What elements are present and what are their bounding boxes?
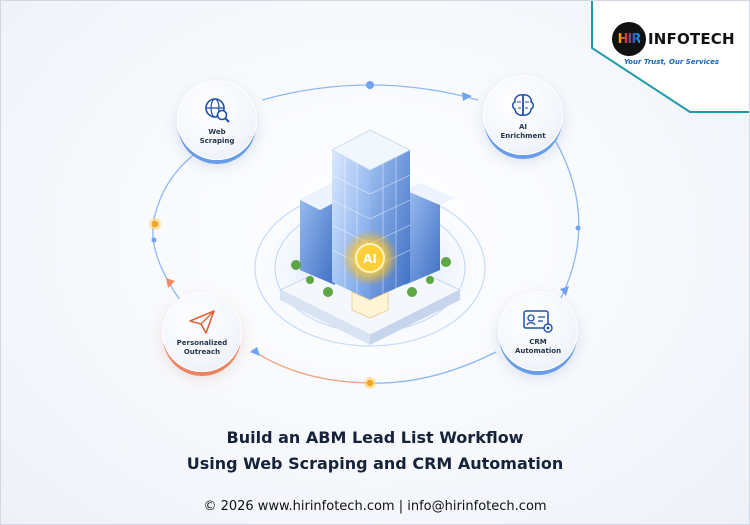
building-tower-top [331,129,411,171]
footer-contact: © 2026 www.hirinfotech.com | info@hirinf… [203,499,547,514]
trees [291,257,451,297]
orbit-bottom-right [369,351,497,384]
node-personalized-outreach-label: Personalized Outreach [176,338,228,356]
headline-line-1: Build an ABM Lead List Workflow [226,428,524,447]
brand-logo-word: INFOTECH [648,30,735,48]
brand-logo-mark: HIR [612,22,646,56]
node-ai-enrichment-label: AI Enrichment [500,122,546,140]
node-personalized-outreach: Personalized Outreach [162,292,242,372]
building-left-wing [300,182,335,285]
arrow-to-outreach [250,347,260,356]
node-web-scraping-label: Web Scraping [199,127,235,145]
orbit-dot-left [151,237,157,243]
node-crm-automation: CRM Automation [498,291,578,371]
building-entrance [351,291,389,319]
ai-badge [355,243,385,273]
globe-search-icon [205,97,230,123]
orbit-bottom-left [251,349,371,384]
node-ai-enrichment: AI Enrichment [483,75,563,155]
orbit-right [554,139,580,301]
brain-icon [512,93,534,116]
brand-corner: HIR INFOTECH Your Trust, Our Services [590,0,750,115]
node-web-scraping: Web Scraping [177,80,257,160]
paper-plane-icon [189,309,215,334]
node-crm-automation-label: CRM Automation [514,337,562,355]
headline-line-2: Using Web Scraping and CRM Automation [186,454,564,473]
orbit-dot-left-gold-core [151,220,159,228]
ai-badge-label: AI [363,252,377,266]
building-right-wing [405,190,440,285]
arrow-to-crm [560,286,569,296]
brand-tagline: Your Trust, Our Services [624,58,719,66]
orbit-dot-top [366,81,374,89]
workflow-diagram: AI [149,81,581,389]
orbit-dot-bottom-gold-core [366,379,374,387]
brand-logo[interactable]: HIR INFOTECH [612,22,735,56]
arrow-to-ai-enrichment [462,92,472,101]
orbit-dot-right [575,225,581,231]
arrow-to-web-scraping [166,278,175,288]
orbit-left [152,149,201,301]
id-card-gear-icon [523,309,553,333]
